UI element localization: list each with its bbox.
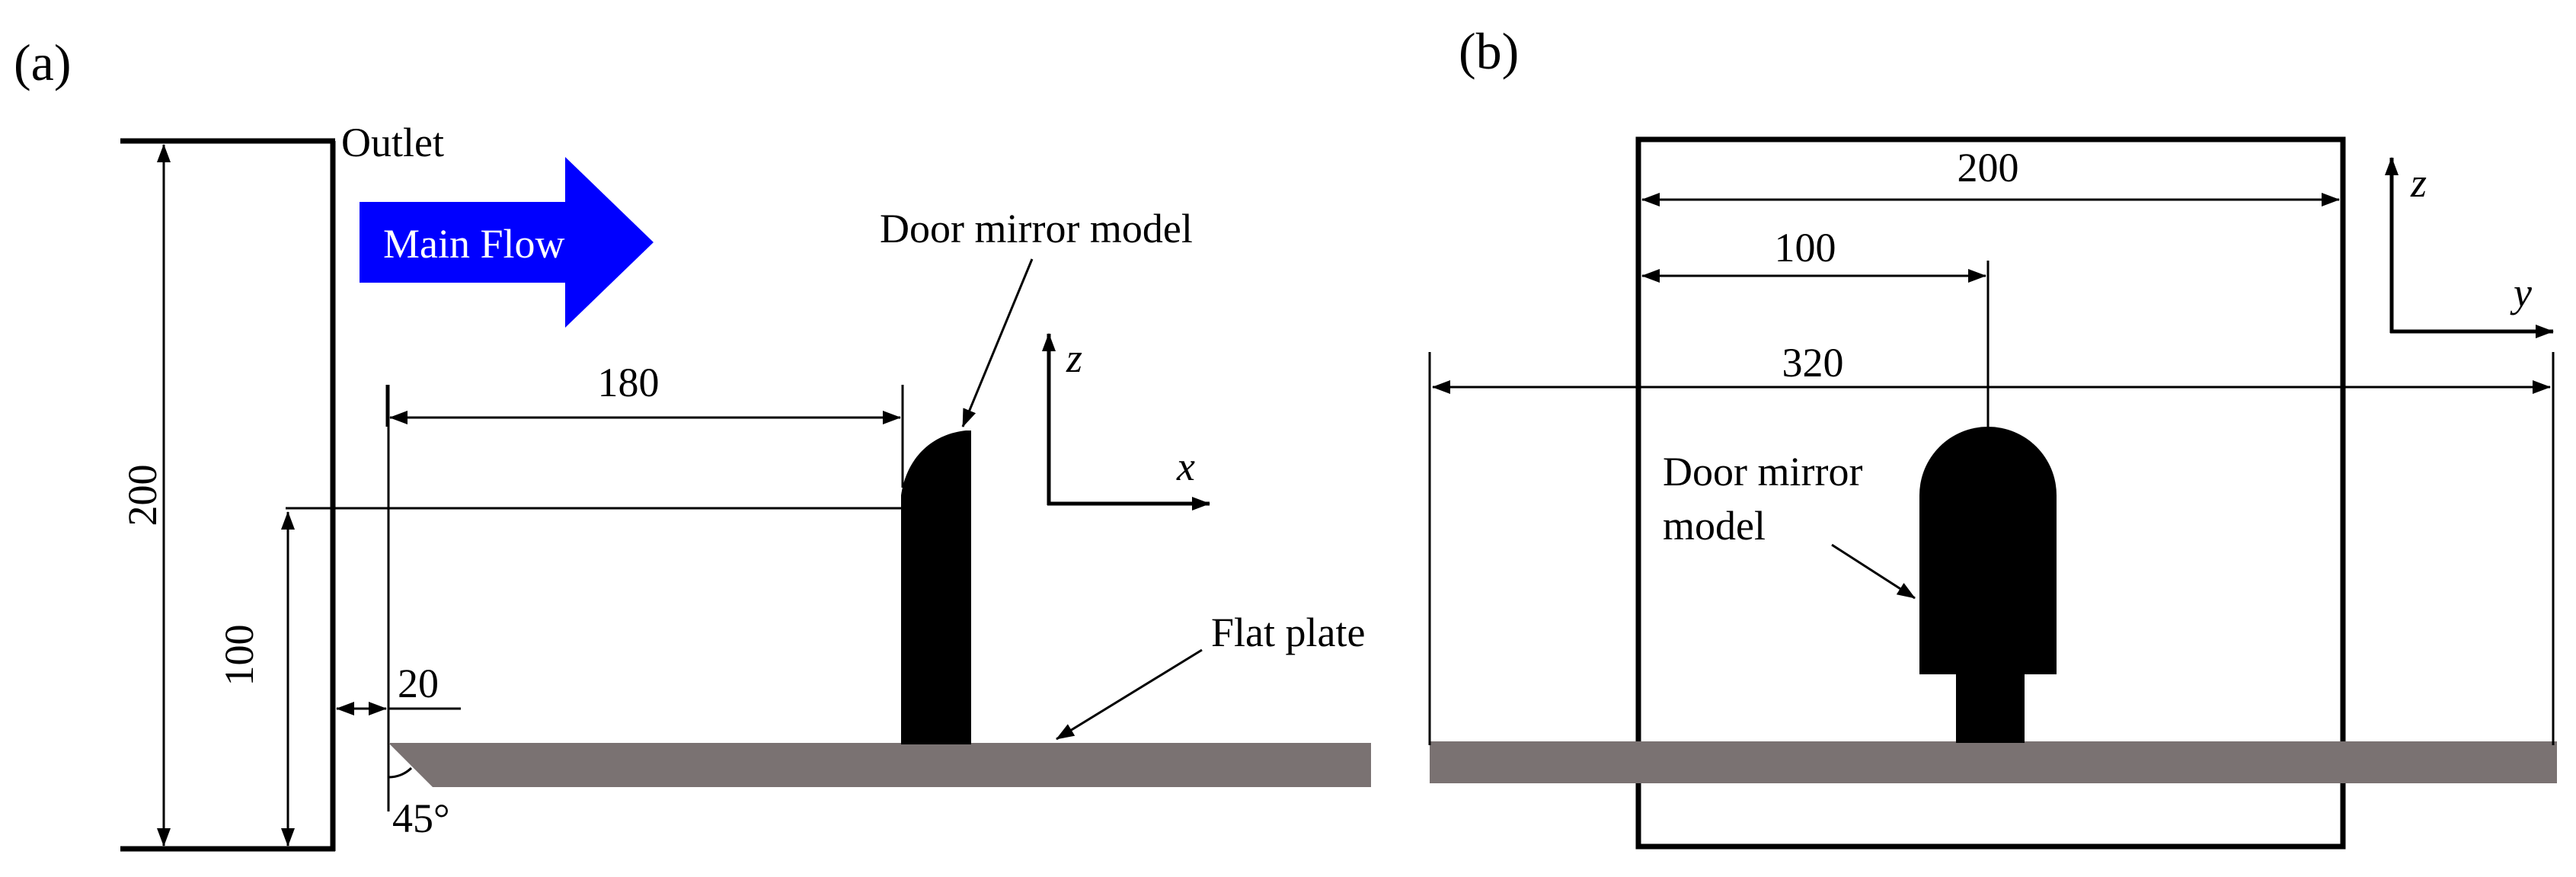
door-mirror-label-b-line1: Door mirror	[1663, 449, 1862, 495]
axis-x-label: x	[1176, 443, 1195, 489]
flat-plate-label: Flat plate	[1211, 610, 1365, 655]
dimension-320: 320	[1428, 340, 2555, 745]
axis-y-label-b: y	[2510, 270, 2532, 315]
main-flow-label: Main Flow	[383, 221, 565, 267]
angle-45-label: 45°	[392, 795, 450, 841]
dimension-100-label: 100	[216, 625, 262, 687]
axis-triad-xz: z x	[1042, 333, 1210, 511]
door-mirror-leader-b	[1831, 543, 1916, 600]
dimension-200-label-b: 200	[1958, 145, 2019, 190]
flat-plate-front	[1430, 741, 2557, 783]
door-mirror-label-b-line2: model	[1663, 503, 1766, 549]
door-mirror-label: Door mirror model	[880, 206, 1193, 251]
door-mirror-leader	[961, 258, 1034, 427]
panel-a-label: (a)	[14, 34, 71, 91]
dimension-100-horizontal: 100	[1641, 225, 1990, 427]
flat-plate-leader	[1056, 648, 1203, 741]
dimension-320-label: 320	[1782, 340, 1844, 386]
axis-triad-yz: z y	[2385, 157, 2554, 338]
flat-plate-side	[388, 743, 1371, 787]
dimension-20: 20	[336, 385, 461, 762]
door-mirror-model-side	[901, 430, 971, 744]
dimension-200-vertical: 200	[120, 144, 171, 847]
axis-z-label-b: z	[2410, 160, 2427, 206]
dimension-200-horizontal: 200	[1641, 145, 2340, 206]
dimension-100-label-b: 100	[1775, 225, 1836, 270]
panel-b: (b) 200 100 320 Door mirror mod	[1428, 22, 2557, 850]
panel-a: (a) Outlet 200 100 20	[14, 34, 1371, 852]
panel-b-label: (b)	[1459, 22, 1519, 80]
door-mirror-model-front	[1919, 427, 2057, 743]
dimension-180-label: 180	[598, 360, 660, 405]
outlet-boundary-front	[1635, 136, 2346, 850]
outlet-boundary	[120, 138, 336, 852]
dimension-180: 180	[385, 360, 904, 488]
axis-z-label: z	[1066, 335, 1082, 381]
dimension-200-label: 200	[120, 465, 165, 527]
angle-45: 45°	[387, 743, 450, 841]
dimension-100-vertical: 100	[216, 507, 903, 847]
dimension-20-label: 20	[398, 661, 439, 706]
main-flow-arrow: Main Flow	[360, 157, 654, 328]
outlet-label: Outlet	[341, 120, 444, 165]
